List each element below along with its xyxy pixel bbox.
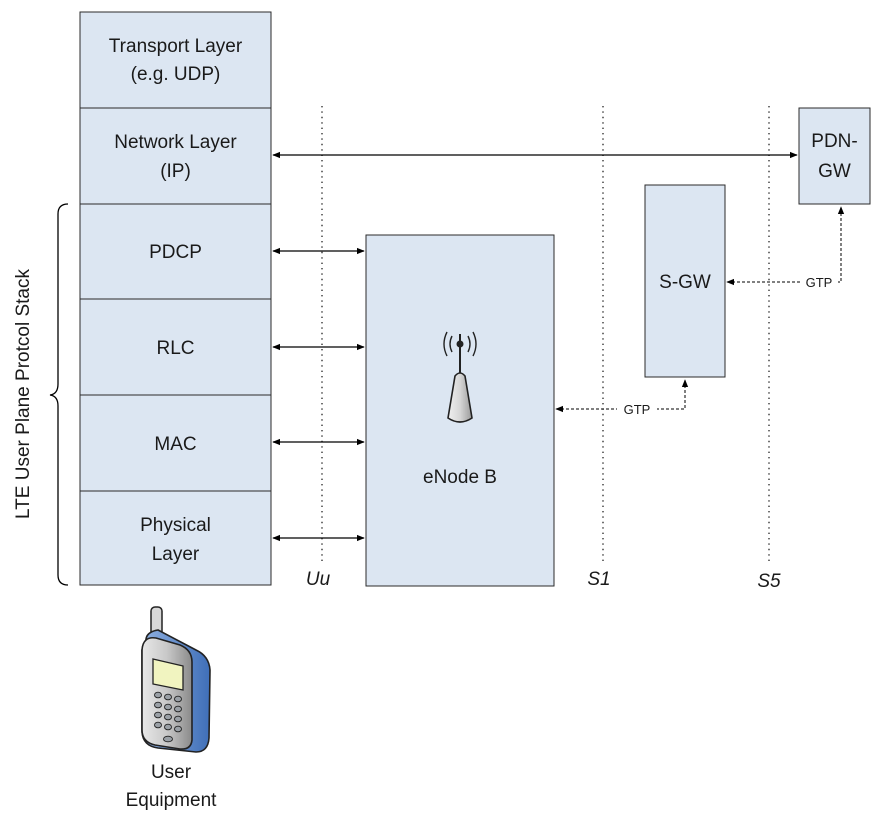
mac-label: MAC <box>154 434 196 455</box>
physical-layer-label: Physical <box>140 515 211 536</box>
ue-label: User <box>151 762 192 783</box>
gtp-s1-label-bg <box>617 401 657 417</box>
gtp-s1-link <box>555 379 689 413</box>
physical-layer-label-2: Layer <box>152 544 200 565</box>
ue-label-2: Equipment <box>126 790 218 811</box>
network-layer-label-2: (IP) <box>160 161 191 182</box>
stack-side-label: LTE User Plane Protcol Stack <box>13 269 34 519</box>
protocol-stack: Transport Layer (e.g. UDP) Network Layer… <box>79 11 272 586</box>
transport-layer-box <box>79 11 272 109</box>
sgw-box <box>644 184 726 378</box>
gtp-s5-label-bg <box>800 274 838 290</box>
gtp-s5-label: GTP <box>806 275 833 290</box>
mobile-phone-icon <box>141 606 211 753</box>
gtp-s1-label: GTP <box>624 402 651 417</box>
transport-layer-label-2: (e.g. UDP) <box>131 64 221 85</box>
network-layer-box <box>79 107 272 205</box>
uu-interface-label: Uu <box>306 569 331 590</box>
rlc-box <box>79 298 272 396</box>
rlc-label: RLC <box>156 338 194 359</box>
pdngw-box <box>798 107 871 205</box>
pdngw-label: PDN- <box>811 131 857 152</box>
gtp-s5-link <box>726 206 845 286</box>
pdngw-label-2: GW <box>818 161 851 182</box>
antenna-tower-icon <box>443 331 477 423</box>
sgw-label: S-GW <box>659 272 711 293</box>
enodeb-label: eNode B <box>423 467 497 488</box>
stack-brace <box>49 203 69 586</box>
physical-layer-box <box>79 490 272 586</box>
s1-interface-label: S1 <box>587 569 610 590</box>
network-layer-label: Network Layer <box>114 132 237 153</box>
transport-layer-label: Transport Layer <box>109 36 243 57</box>
pdcp-label: PDCP <box>149 242 202 263</box>
s5-interface-label: S5 <box>757 571 781 592</box>
